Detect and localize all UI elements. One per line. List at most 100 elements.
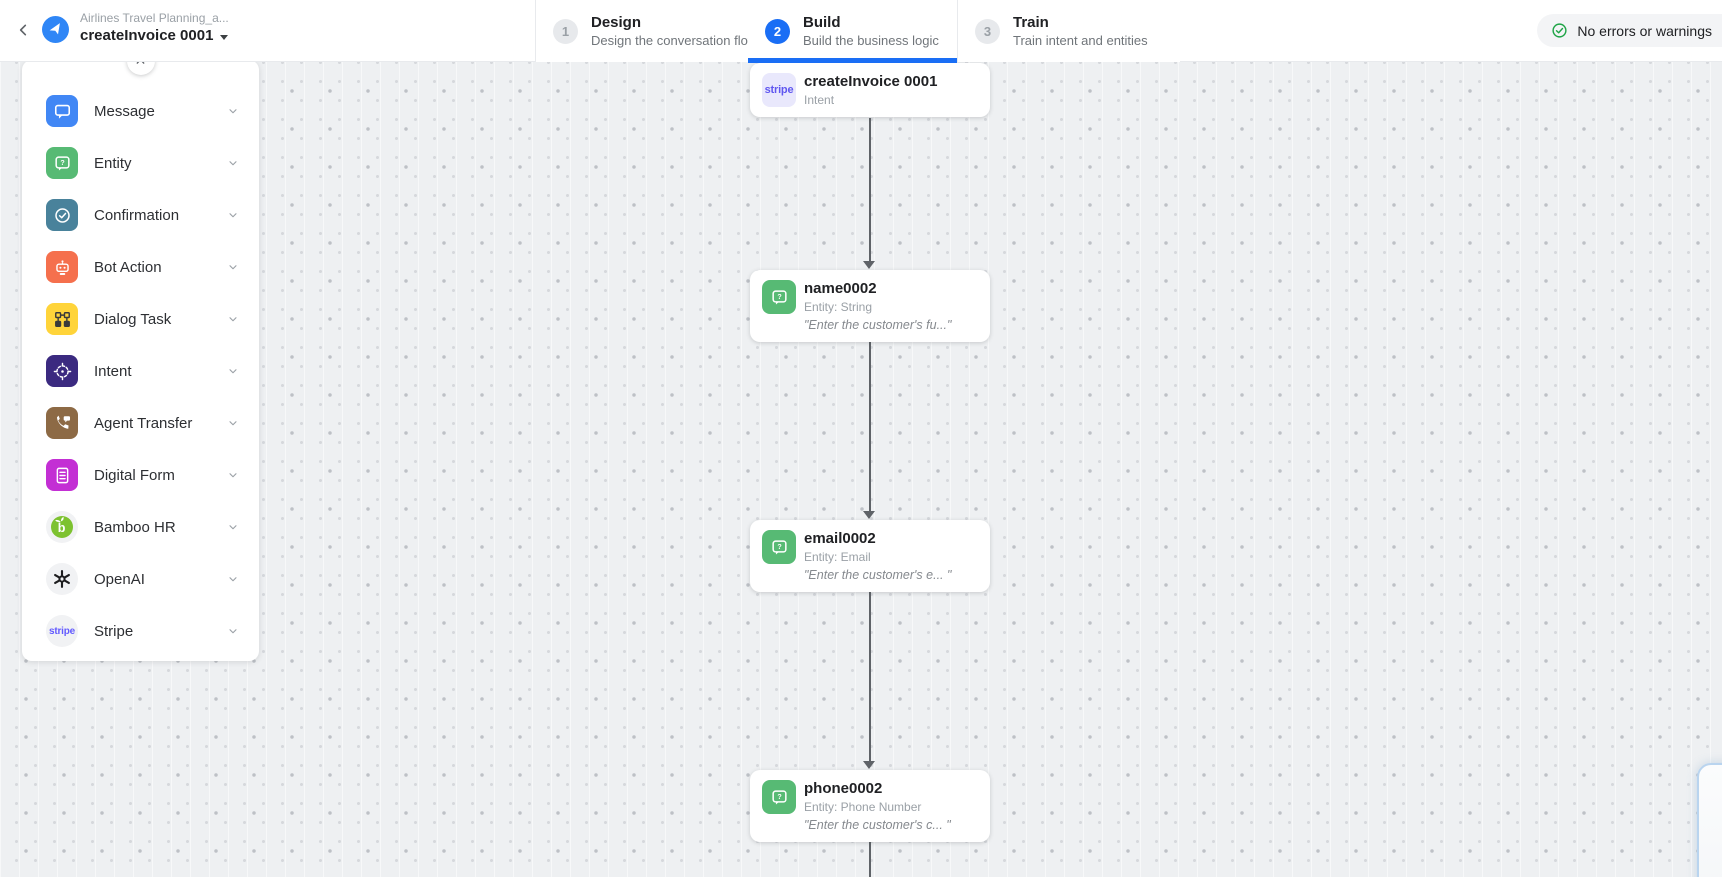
chevron-down-icon[interactable] bbox=[227, 469, 239, 481]
palette-item-message[interactable]: Message bbox=[22, 85, 259, 137]
tab-build-label: Build bbox=[803, 13, 841, 31]
palette-item-entity[interactable]: ? Entity bbox=[22, 137, 259, 189]
palette-item-intent[interactable]: Intent bbox=[22, 345, 259, 397]
node-subtitle: Entity: Phone Number bbox=[804, 799, 922, 814]
palette-item-label: Bot Action bbox=[94, 258, 162, 276]
palette-item-label: OpenAI bbox=[94, 570, 145, 588]
node-title: email0002 bbox=[804, 530, 876, 548]
tab-design-label: Design bbox=[591, 13, 642, 31]
palette-item-label: Stripe bbox=[94, 622, 134, 640]
svg-text:?: ? bbox=[777, 292, 781, 300]
back-button[interactable] bbox=[10, 16, 38, 44]
message-icon bbox=[46, 95, 78, 127]
chevron-left-icon bbox=[19, 24, 27, 36]
check-circle-icon bbox=[1552, 23, 1567, 38]
flow-connector-arrow-icon bbox=[863, 511, 875, 519]
node-prompt-preview: "Enter the customer's c... " bbox=[804, 818, 951, 832]
tab-train-number: 3 bbox=[975, 18, 1000, 44]
palette-item-bamboo-hr[interactable]: b Bamboo HR bbox=[22, 501, 259, 553]
bamboohr-icon: b bbox=[46, 511, 78, 543]
chevron-down-icon[interactable] bbox=[227, 417, 239, 429]
flow-connector-arrow-icon bbox=[863, 761, 875, 769]
flow-node-name0002[interactable]: ? name0002 Entity: String "Enter the cus… bbox=[750, 270, 990, 342]
palette-item-agent-transfer[interactable]: Agent Transfer bbox=[22, 397, 259, 449]
svg-text:b: b bbox=[58, 521, 66, 535]
chevron-down-icon[interactable] bbox=[227, 573, 239, 585]
chevron-down-icon[interactable] bbox=[227, 157, 239, 169]
entity-icon: ? bbox=[762, 780, 796, 814]
stripe-icon: stripe bbox=[762, 73, 796, 107]
workflow-tabs: 1 Design Design the conversation flow 2 … bbox=[535, 0, 1180, 63]
palette-item-dialog-task[interactable]: Dialog Task bbox=[22, 293, 259, 345]
palette-item-openai[interactable]: OpenAI bbox=[22, 553, 259, 605]
tab-train-label: Train bbox=[1013, 13, 1049, 31]
chevron-down-icon[interactable] bbox=[227, 261, 239, 273]
flow-connector bbox=[869, 832, 871, 877]
tab-build-description: Build the business logic bbox=[803, 33, 939, 49]
tab-design-number: 1 bbox=[553, 18, 578, 44]
paper-plane-icon bbox=[49, 23, 60, 35]
chevron-down-icon[interactable] bbox=[227, 105, 239, 117]
node-title: name0002 bbox=[804, 280, 877, 298]
palette-item-bot-action[interactable]: Bot Action bbox=[22, 241, 259, 293]
palette-item-label: Digital Form bbox=[94, 466, 175, 484]
palette-item-digital-form[interactable]: Digital Form bbox=[22, 449, 259, 501]
palette-item-label: Bamboo HR bbox=[94, 518, 176, 536]
chevron-down-icon[interactable] bbox=[227, 365, 239, 377]
openai-icon bbox=[46, 563, 78, 595]
intent-icon bbox=[46, 355, 78, 387]
entity-icon: ? bbox=[762, 280, 796, 314]
tab-train-description: Train intent and entities bbox=[1013, 33, 1148, 49]
task-title-dropdown[interactable]: createInvoice 0001 bbox=[80, 27, 229, 45]
node-prompt-preview: "Enter the customer's fu..." bbox=[804, 318, 952, 332]
title-block: Airlines Travel Planning_a... createInvo… bbox=[80, 11, 229, 45]
node-prompt-preview: "Enter the customer's e... " bbox=[804, 568, 952, 582]
flow-node-phone0002[interactable]: ? phone0002 Entity: Phone Number "Enter … bbox=[750, 770, 990, 842]
flow-connector bbox=[869, 118, 871, 261]
node-subtitle: Entity: String bbox=[804, 299, 873, 314]
flow-connector bbox=[869, 582, 871, 761]
tab-design[interactable]: 1 Design Design the conversation flow bbox=[535, 0, 757, 62]
minimized-panel-corner[interactable] bbox=[1697, 763, 1722, 877]
tab-build[interactable]: 2 Build Build the business logic bbox=[748, 0, 957, 63]
chevron-down-icon[interactable] bbox=[227, 313, 239, 325]
app-avatar bbox=[42, 16, 69, 43]
node-title: phone0002 bbox=[804, 780, 883, 798]
entity-icon: ? bbox=[46, 147, 78, 179]
flow-node-createinvoice-0001[interactable]: stripe createInvoice 0001 Intent bbox=[750, 63, 990, 117]
validation-status-pill[interactable]: No errors or warnings bbox=[1537, 14, 1722, 47]
svg-text:?: ? bbox=[777, 792, 781, 800]
chevron-down-icon[interactable] bbox=[227, 625, 239, 637]
tab-train[interactable]: 3 Train Train intent and entities bbox=[957, 0, 1180, 62]
node-subtitle: Intent bbox=[804, 92, 835, 107]
dialog-task-icon bbox=[46, 303, 78, 335]
palette-item-label: Dialog Task bbox=[94, 310, 172, 328]
palette-list: Message ? Entity Confirmation Bot Action… bbox=[22, 60, 259, 657]
entity-icon: ? bbox=[762, 530, 796, 564]
stripe-icon: stripe bbox=[46, 615, 78, 647]
flow-connector-arrow-icon bbox=[863, 261, 875, 269]
tab-design-description: Design the conversation flow bbox=[591, 33, 758, 49]
validation-status-label: No errors or warnings bbox=[1577, 22, 1712, 39]
flow-node-email0002[interactable]: ? email0002 Entity: Email "Enter the cus… bbox=[750, 520, 990, 592]
tab-build-number: 2 bbox=[765, 18, 790, 44]
palette-item-label: Confirmation bbox=[94, 206, 180, 224]
digital-form-icon bbox=[46, 459, 78, 491]
node-subtitle: Entity: Email bbox=[804, 549, 871, 564]
palette-item-label: Entity bbox=[94, 154, 132, 172]
palette-item-label: Message bbox=[94, 102, 155, 120]
palette-item-confirmation[interactable]: Confirmation bbox=[22, 189, 259, 241]
flow-connector bbox=[869, 332, 871, 511]
bot-action-icon bbox=[46, 251, 78, 283]
chevron-down-icon[interactable] bbox=[227, 209, 239, 221]
caret-down-icon bbox=[220, 34, 229, 40]
chevron-down-icon[interactable] bbox=[227, 521, 239, 533]
task-title: createInvoice 0001 bbox=[80, 27, 214, 45]
svg-text:?: ? bbox=[60, 158, 64, 166]
palette-item-stripe[interactable]: stripe Stripe bbox=[22, 605, 259, 657]
node-title: createInvoice 0001 bbox=[804, 73, 938, 91]
top-header: Airlines Travel Planning_a... createInvo… bbox=[0, 0, 1722, 63]
flow-canvas[interactable]: Message ? Entity Confirmation Bot Action… bbox=[0, 47, 1722, 877]
palette-item-label: Agent Transfer bbox=[94, 414, 193, 432]
svg-text:?: ? bbox=[777, 542, 781, 550]
